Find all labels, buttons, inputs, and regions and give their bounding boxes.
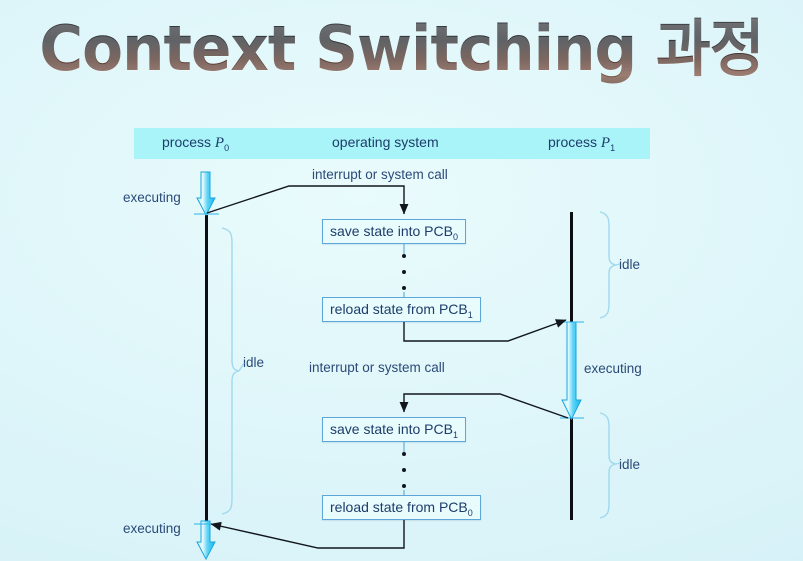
process-p0-prefix: process bbox=[162, 134, 212, 150]
brace-idle-p1-bottom bbox=[599, 412, 621, 519]
process-p1-prefix: process bbox=[548, 134, 598, 150]
label-interrupt-or-system-call-1: interrupt or system call bbox=[312, 167, 448, 182]
box-reload-state-pcb0-subscript: 0 bbox=[467, 507, 473, 518]
box-reload-state-pcb0[interactable]: reload state from PCB0 bbox=[322, 495, 481, 520]
ellipsis-dot bbox=[402, 484, 406, 488]
process-p0-subscript: 0 bbox=[224, 142, 230, 153]
label-interrupt-or-system-call-2: interrupt or system call bbox=[309, 360, 445, 375]
label-executing-p0-bottom: executing bbox=[123, 521, 181, 536]
brace-idle-p1-top bbox=[599, 211, 621, 319]
ellipsis-dot bbox=[402, 254, 406, 258]
label-idle-p0: idle bbox=[243, 355, 265, 370]
brace-idle-p0 bbox=[221, 227, 245, 515]
connector-p1-to-save-pcb1 bbox=[399, 393, 569, 419]
timeline-bar-p1-idle-top bbox=[570, 212, 573, 322]
ellipsis-dot bbox=[402, 452, 406, 456]
box-reload-state-pcb1[interactable]: reload state from PCB1 bbox=[322, 297, 481, 322]
box-save-state-pcb1[interactable]: save state into PCB1 bbox=[322, 417, 466, 442]
arrow-executing-p1 bbox=[560, 321, 584, 421]
box-reload-state-pcb0-text: reload state from PCB bbox=[330, 499, 468, 515]
timeline-bar-p1-idle-bottom bbox=[570, 410, 573, 520]
box-reload-state-pcb1-subscript: 1 bbox=[467, 309, 473, 320]
label-executing-p0-top: executing bbox=[123, 190, 181, 205]
page-title: Context Switching 과정 bbox=[16, 6, 787, 92]
box-save-state-pcb0-text: save state into PCB bbox=[330, 223, 453, 239]
process-p1-subscript: 1 bbox=[610, 142, 616, 153]
label-idle-p1-bottom: idle bbox=[619, 457, 641, 472]
box-reload-state-pcb1-text: reload state from PCB bbox=[330, 301, 468, 317]
column-header-band: process P0 operating system process P1 bbox=[134, 128, 650, 159]
arrow-executing-p0-bottom bbox=[194, 520, 219, 561]
connector-reload-pcb1-to-p1 bbox=[403, 319, 567, 342]
ellipsis-dot bbox=[402, 468, 406, 472]
connector-reload-pcb0-to-p0 bbox=[210, 520, 405, 549]
process-p1-symbol: P bbox=[600, 135, 611, 151]
ellipsis-dot bbox=[402, 270, 406, 274]
connector-p0-to-save-pcb0 bbox=[206, 185, 409, 215]
timeline-bar-p0 bbox=[205, 215, 208, 525]
column-header-operating-system: operating system bbox=[332, 134, 439, 150]
ellipsis-dot bbox=[402, 286, 406, 290]
box-save-state-pcb0-subscript: 0 bbox=[452, 231, 458, 242]
label-executing-p1: executing bbox=[584, 361, 642, 376]
box-save-state-pcb0[interactable]: save state into PCB0 bbox=[322, 219, 466, 244]
arrow-executing-p0-top bbox=[194, 171, 219, 217]
box-save-state-pcb1-text: save state into PCB bbox=[330, 421, 453, 437]
process-p0-symbol: P bbox=[214, 135, 225, 151]
column-header-process-p0: process P0 bbox=[162, 134, 229, 153]
label-idle-p1-top: idle bbox=[619, 257, 641, 272]
box-save-state-pcb1-subscript: 1 bbox=[452, 429, 458, 440]
column-header-process-p1: process P1 bbox=[548, 134, 615, 153]
